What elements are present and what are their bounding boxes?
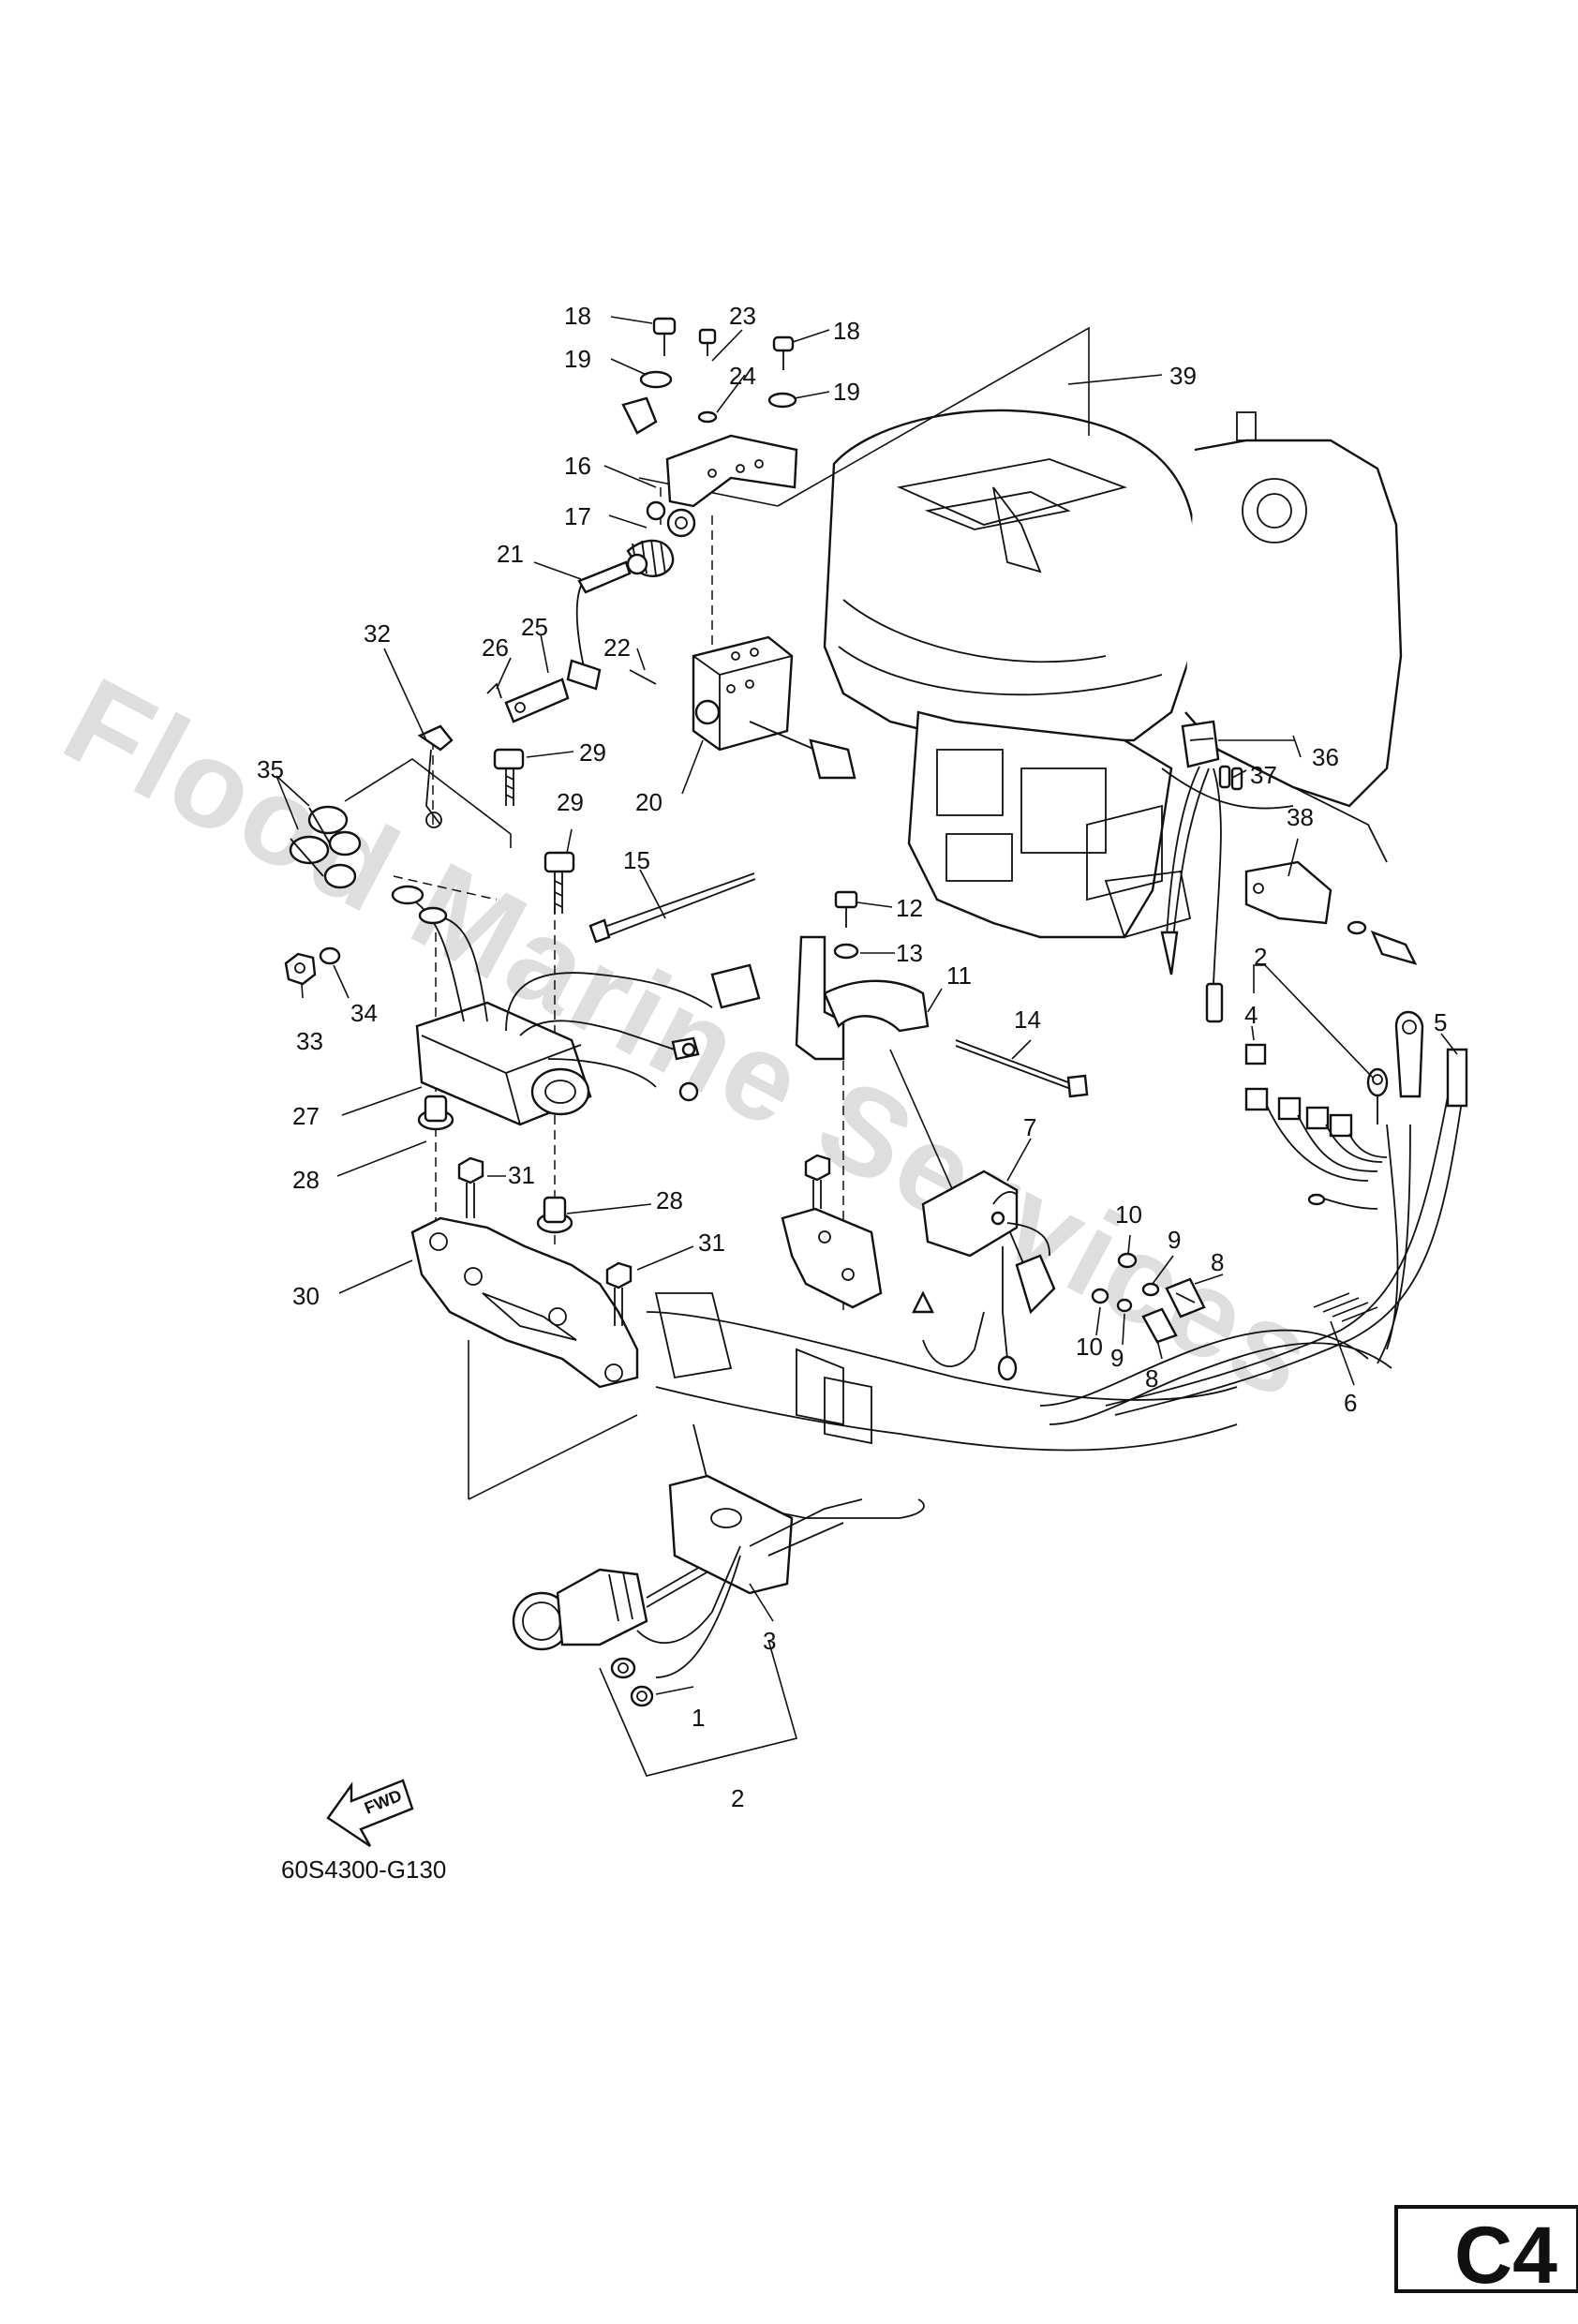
callout-38: 38 <box>1287 803 1314 831</box>
callout-2: 2 <box>1254 943 1267 971</box>
linkage-parts <box>486 539 675 723</box>
main-switch-assembly <box>512 1474 863 1707</box>
callout-31: 31 <box>508 1161 535 1189</box>
rectifier-regulator <box>912 1169 1206 1381</box>
callout-10: 10 <box>1115 1200 1142 1229</box>
callout-36: 36 <box>1312 743 1339 771</box>
callout-33: 33 <box>296 1027 323 1055</box>
callout-1: 1 <box>692 1704 705 1732</box>
callout-19: 19 <box>833 378 860 406</box>
callout-16: 16 <box>564 452 591 480</box>
callout-9: 9 <box>1110 1344 1124 1372</box>
callout-2: 2 <box>731 1784 744 1812</box>
callout-28: 28 <box>292 1166 320 1194</box>
callout-9: 9 <box>1168 1226 1181 1254</box>
callout-29: 29 <box>579 738 606 767</box>
callout-26: 26 <box>482 633 509 662</box>
callout-31: 31 <box>698 1229 725 1257</box>
callout-23: 23 <box>729 302 756 330</box>
drawing-code: 60S4300-G130 <box>281 1855 446 1884</box>
callout-35: 35 <box>257 755 284 783</box>
nut-and-washer <box>284 946 341 986</box>
callout-10: 10 <box>1076 1333 1103 1361</box>
callout-17: 17 <box>564 502 591 530</box>
callout-25: 25 <box>521 613 548 641</box>
engine-block <box>646 409 1403 1519</box>
callout-8: 8 <box>1145 1364 1158 1393</box>
cdi-unit <box>391 875 761 1126</box>
rectifier-and-caps <box>289 724 454 889</box>
callouts: 18 23 18 19 24 19 39 16 17 21 32 25 26 2… <box>257 302 1447 1812</box>
lower-bracket <box>781 1154 883 1309</box>
callout-34: 34 <box>350 999 378 1027</box>
callout-18: 18 <box>564 302 591 330</box>
callout-24: 24 <box>729 362 756 390</box>
callout-11: 11 <box>946 961 972 990</box>
callout-20: 20 <box>635 788 662 816</box>
callout-37: 37 <box>1250 761 1277 789</box>
fwd-arrow-icon: FWD <box>326 1779 414 1847</box>
page-code: C4 <box>1454 2211 1557 2301</box>
callout-12: 12 <box>896 894 923 922</box>
callout-4: 4 <box>1244 1001 1258 1029</box>
bracket-assembly <box>621 317 798 538</box>
callout-7: 7 <box>1023 1113 1036 1141</box>
callout-18: 18 <box>833 317 860 345</box>
callout-32: 32 <box>364 619 391 648</box>
callout-30: 30 <box>292 1282 320 1310</box>
callout-39: 39 <box>1169 362 1197 390</box>
bolts-29 <box>493 748 575 914</box>
callout-14: 14 <box>1014 1006 1041 1034</box>
callout-5: 5 <box>1434 1008 1447 1036</box>
callout-22: 22 <box>603 633 631 662</box>
callout-19: 19 <box>564 345 591 373</box>
callout-29: 29 <box>557 788 584 816</box>
page-code-box: C4 <box>1394 2205 1578 2301</box>
solenoid <box>629 635 856 780</box>
callout-27: 27 <box>292 1102 320 1130</box>
wire-harness <box>1039 1010 1468 1425</box>
callout-13: 13 <box>896 939 923 967</box>
callout-21: 21 <box>497 540 524 568</box>
callout-6: 6 <box>1344 1389 1357 1417</box>
bracket-11 <box>795 890 930 1061</box>
callout-15: 15 <box>623 846 650 874</box>
leader-lines <box>275 316 1458 1777</box>
cable-ties <box>588 872 1089 1098</box>
callout-3: 3 <box>763 1627 776 1655</box>
callout-8: 8 <box>1211 1248 1224 1276</box>
base-plate <box>410 1095 639 1389</box>
callout-28: 28 <box>656 1186 683 1214</box>
